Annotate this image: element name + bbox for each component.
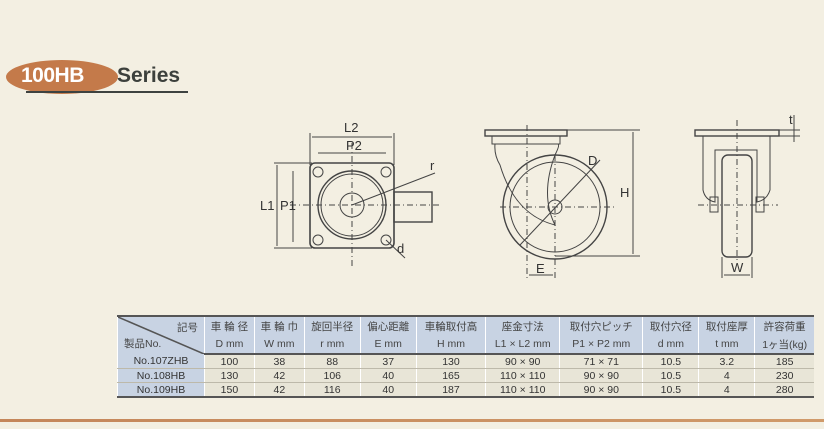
header-unit: D mm <box>204 335 255 355</box>
series-badge <box>6 60 118 94</box>
corner-symbol: 記号 <box>177 322 198 334</box>
dim-P1: P1 <box>280 198 296 213</box>
header-unit: r mm <box>303 335 361 355</box>
cell: 40 <box>359 382 417 398</box>
cell: 37 <box>359 354 417 369</box>
header-jp: 座金寸法 <box>485 316 560 335</box>
header-jp: 旋回半径 <box>303 316 361 335</box>
table-row: No.107ZHB 100 38 88 37 130 90 × 90 71 × … <box>117 354 814 369</box>
header-jp: 車 輪 巾 <box>253 316 305 335</box>
cell: 10.5 <box>642 354 699 369</box>
series-title: 100HB Series <box>6 58 188 94</box>
cell: 165 <box>415 368 486 383</box>
cell: 185 <box>754 354 814 369</box>
dim-D: D <box>588 153 597 168</box>
cell: 130 <box>415 354 486 369</box>
spec-table: 記号 製品No. 車 輪 径 車 輪 巾 旋回半径 偏心距離 車輪取付高 座金寸… <box>117 315 814 398</box>
cell: 4 <box>698 368 755 383</box>
header-jp: 車 輪 径 <box>204 316 255 335</box>
cell: 42 <box>253 382 305 398</box>
front-view-drawing: t W <box>694 112 800 278</box>
dim-d: d <box>397 241 404 256</box>
cell: 42 <box>253 368 305 383</box>
header-jp: 取付座厚 <box>698 316 755 335</box>
product-no: No.109HB <box>117 382 205 398</box>
cell: 100 <box>204 354 255 369</box>
cell: 130 <box>204 368 255 383</box>
cell: 110 × 110 <box>485 382 560 398</box>
corner-header: 記号 製品No. <box>117 316 205 354</box>
cell: 90 × 90 <box>559 382 643 398</box>
series-code: 100HB <box>21 64 84 87</box>
cell: 90 × 90 <box>485 354 560 369</box>
product-no: No.108HB <box>117 368 205 383</box>
header-jp: 取付穴径 <box>642 316 699 335</box>
cell: 88 <box>303 354 361 369</box>
cell: 71 × 71 <box>559 354 643 369</box>
header-unit: W mm <box>253 335 305 355</box>
cell: 4 <box>698 382 755 398</box>
header-unit: d mm <box>642 335 699 355</box>
cell: 3.2 <box>698 354 755 369</box>
table-row: No.108HB 130 42 106 40 165 110 × 110 90 … <box>117 368 814 383</box>
side-view-drawing: H D E <box>484 125 640 280</box>
dim-r: r <box>430 158 435 173</box>
cell: 230 <box>754 368 814 383</box>
cell: 280 <box>754 382 814 398</box>
series-word: Series <box>117 64 181 87</box>
cell: 10.5 <box>642 368 699 383</box>
cell: 40 <box>359 368 417 383</box>
header-unit: P1 × P2 mm <box>559 335 643 355</box>
cell: 116 <box>303 382 361 398</box>
header-unit: L1 × L2 mm <box>485 335 560 355</box>
dim-H: H <box>620 185 629 200</box>
header-unit: t mm <box>698 335 755 355</box>
product-no: No.107ZHB <box>117 354 205 369</box>
cell: 38 <box>253 354 305 369</box>
cell: 10.5 <box>642 382 699 398</box>
header-jp: 偏心距離 <box>359 316 417 335</box>
series-underline <box>26 91 188 93</box>
cell: 150 <box>204 382 255 398</box>
dim-P2: P2 <box>346 138 362 153</box>
cell: 187 <box>415 382 486 398</box>
dim-L1: L1 <box>260 198 274 213</box>
table-row: No.109HB 150 42 116 40 187 110 × 110 90 … <box>117 382 814 398</box>
header-jp: 許容荷重 <box>754 316 814 335</box>
header-unit: E mm <box>359 335 417 355</box>
header-jp: 取付穴ピッチ <box>559 316 643 335</box>
cell: 106 <box>303 368 361 383</box>
header-jp: 車輪取付高 <box>415 316 486 335</box>
cell: 110 × 110 <box>485 368 560 383</box>
bottom-divider <box>0 419 824 422</box>
header-unit: H mm <box>415 335 486 355</box>
dim-t: t <box>789 112 793 127</box>
dim-W: W <box>731 260 744 275</box>
top-view-drawing: L2 P2 L1 P1 r d <box>260 120 440 267</box>
cell: 90 × 90 <box>559 368 643 383</box>
dim-E: E <box>536 261 545 276</box>
header-unit: 1ヶ当(kg) <box>754 335 814 355</box>
dim-L2: L2 <box>344 120 358 135</box>
corner-product-no: 製品No. <box>124 338 162 350</box>
